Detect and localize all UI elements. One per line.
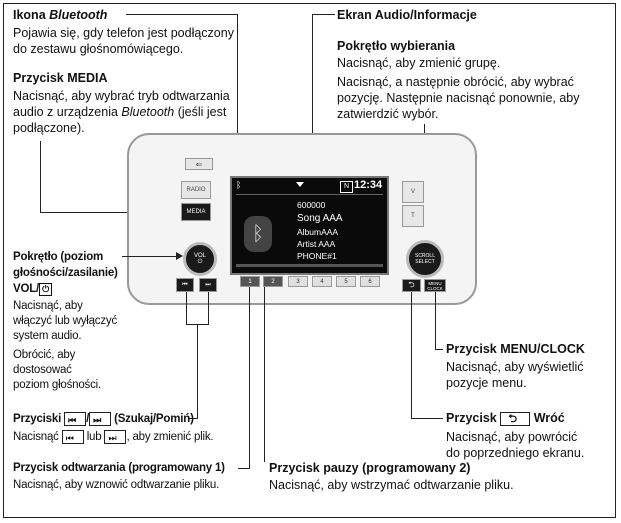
volume-knob-desc: system audio. [13,330,82,342]
seek-forward-icon: ⏭ [89,412,112,426]
leader-line [435,292,436,349]
back-button-desc: do poprzedniego ekranu. [446,446,585,460]
power-icon: ⏻ [39,283,53,296]
seek-back-icon: ⏮ [61,430,84,444]
selector-knob-desc: zatwierdzić wybór. [337,107,439,121]
audio-screen: ᛒ N 12:34 ᛒ 600000 Song AAA AlbumAAA Art… [230,176,389,275]
divider [236,194,383,195]
page-frame [3,3,616,518]
album-name: AlbumAAA [297,227,339,237]
leader-line [122,256,176,257]
bluetooth-audio-icon: ᛒ [244,216,272,252]
back-icon: ⮌ [500,411,531,426]
artist-name: Artist AAA [297,239,336,249]
seek-back-icon: ⏮ [64,412,87,426]
bluetooth-icon-desc: Pojawia się, gdy telefon jest podłączony [13,26,234,40]
volume-power-knob[interactable]: VOL⏻ [183,242,217,276]
leader-line [237,14,238,182]
seek-buttons-desc: Nacisnąć ⏮ lub ⏭, aby zmienić plik. [13,430,214,444]
seek-buttons-title: Przyciski ⏮/⏭ (Szukaj/Pomiń) [13,412,194,426]
screen-n-badge: N [340,181,353,193]
song-title: Song AAA [297,213,343,224]
seek-forward-button[interactable]: ⏭ [199,278,217,292]
preset-4[interactable]: 4 [312,276,332,287]
volume-knob-desc: Nacisnąć, aby [13,300,83,312]
preset-2-pause[interactable]: 2 [263,276,283,287]
volume-knob-title: VOL/⏻ [13,282,53,297]
back-arrow-top-button[interactable]: ⇐ [185,158,213,170]
selector-knob-desc: pozycję. Następnie nacisnąć ponownie, ab… [337,91,580,105]
volume-knob-desc: włączyć lub wyłączyć [13,315,117,327]
bluetooth-icon-desc: do zestawu głośnomówiącego. [13,42,184,56]
audio-screen-title: Ekran Audio/Informacje [337,8,477,22]
leader-line [188,418,198,419]
volume-knob-desc: poziom głośności. [13,379,102,391]
leader-line [264,287,265,462]
leader-line [411,292,412,418]
media-button-desc: podłączone). [13,121,85,135]
media-button-desc: Nacisnąć, aby wybrać tryb odtwarzania [13,89,230,103]
selector-knob-desc: Nacisnąć, aby zmienić grupę. [337,56,501,70]
phone-name: PHONE#1 [297,251,337,261]
play-button-desc: Nacisnąć, aby wznowić odtwarzanie pliku. [13,479,220,491]
leader-line [411,418,443,419]
play-button-title: Przycisk odtwarzania (programowany 1) [13,462,225,474]
leader-line [197,324,198,418]
back-button-desc: Nacisnąć, aby powrócić [446,430,578,444]
pause-button-desc: Nacisnąć, aby wstrzymać odtwarzanie plik… [269,478,514,492]
leader-line [40,212,175,213]
selector-knob-title: Pokrętło wybierania [337,39,456,53]
screen-clock: 12:34 [354,179,383,191]
volume-knob-desc: dostosować [13,364,72,376]
radio-button[interactable]: RADIO [181,181,211,199]
seek-forward-icon: ⏭ [104,430,127,444]
bluetooth-status-icon: ᛒ [236,180,242,190]
screen-indicator-icon [296,182,304,187]
seek-back-button[interactable]: ⏮ [176,278,194,292]
leader-line [186,292,187,324]
media-button[interactable]: MEDIA [181,203,211,221]
leader-line [249,287,250,468]
bluetooth-icon-title: Ikona Bluetooth [13,8,108,22]
back-button[interactable]: ⮌ [402,279,421,292]
pause-button-title: Przycisk pauzy (programowany 2) [269,461,471,475]
volume-knob-title: głośności/zasilanie) [13,267,118,279]
preset-1-play[interactable]: 1 [240,276,260,287]
preset-5[interactable]: 5 [336,276,356,287]
selector-knob-desc: Nacisnąć, a następnie obrócić, aby wybra… [337,75,574,89]
preset-3[interactable]: 3 [288,276,308,287]
preset-6[interactable]: 6 [360,276,380,287]
right-button-lower[interactable]: T [402,205,424,227]
volume-knob-title: Pokrętło (poziom [13,251,104,263]
arrow-head [176,252,183,260]
back-button-title: Przycisk ⮌ Wróć [446,411,565,426]
leader-line [312,14,335,15]
menu-clock-desc: pozycje menu. [446,376,527,390]
leader-line [126,14,237,15]
progress-bar [236,264,383,267]
leader-line [238,468,250,469]
right-button-upper[interactable]: V [402,181,424,203]
volume-knob-desc: Obrócić, aby [13,349,76,361]
track-number: 600000 [297,200,326,210]
leader-line [312,14,313,182]
menu-clock-title: Przycisk MENU/CLOCK [446,342,585,356]
media-button-title: Przycisk MEDIA [13,71,108,85]
leader-line [40,141,41,212]
leader-line [208,292,209,324]
leader-line [435,349,443,350]
menu-clock-desc: Nacisnąć, aby wyświetlić [446,360,584,374]
media-button-desc: audio z urządzenia Bluetooth (jeśli jest [13,105,227,119]
